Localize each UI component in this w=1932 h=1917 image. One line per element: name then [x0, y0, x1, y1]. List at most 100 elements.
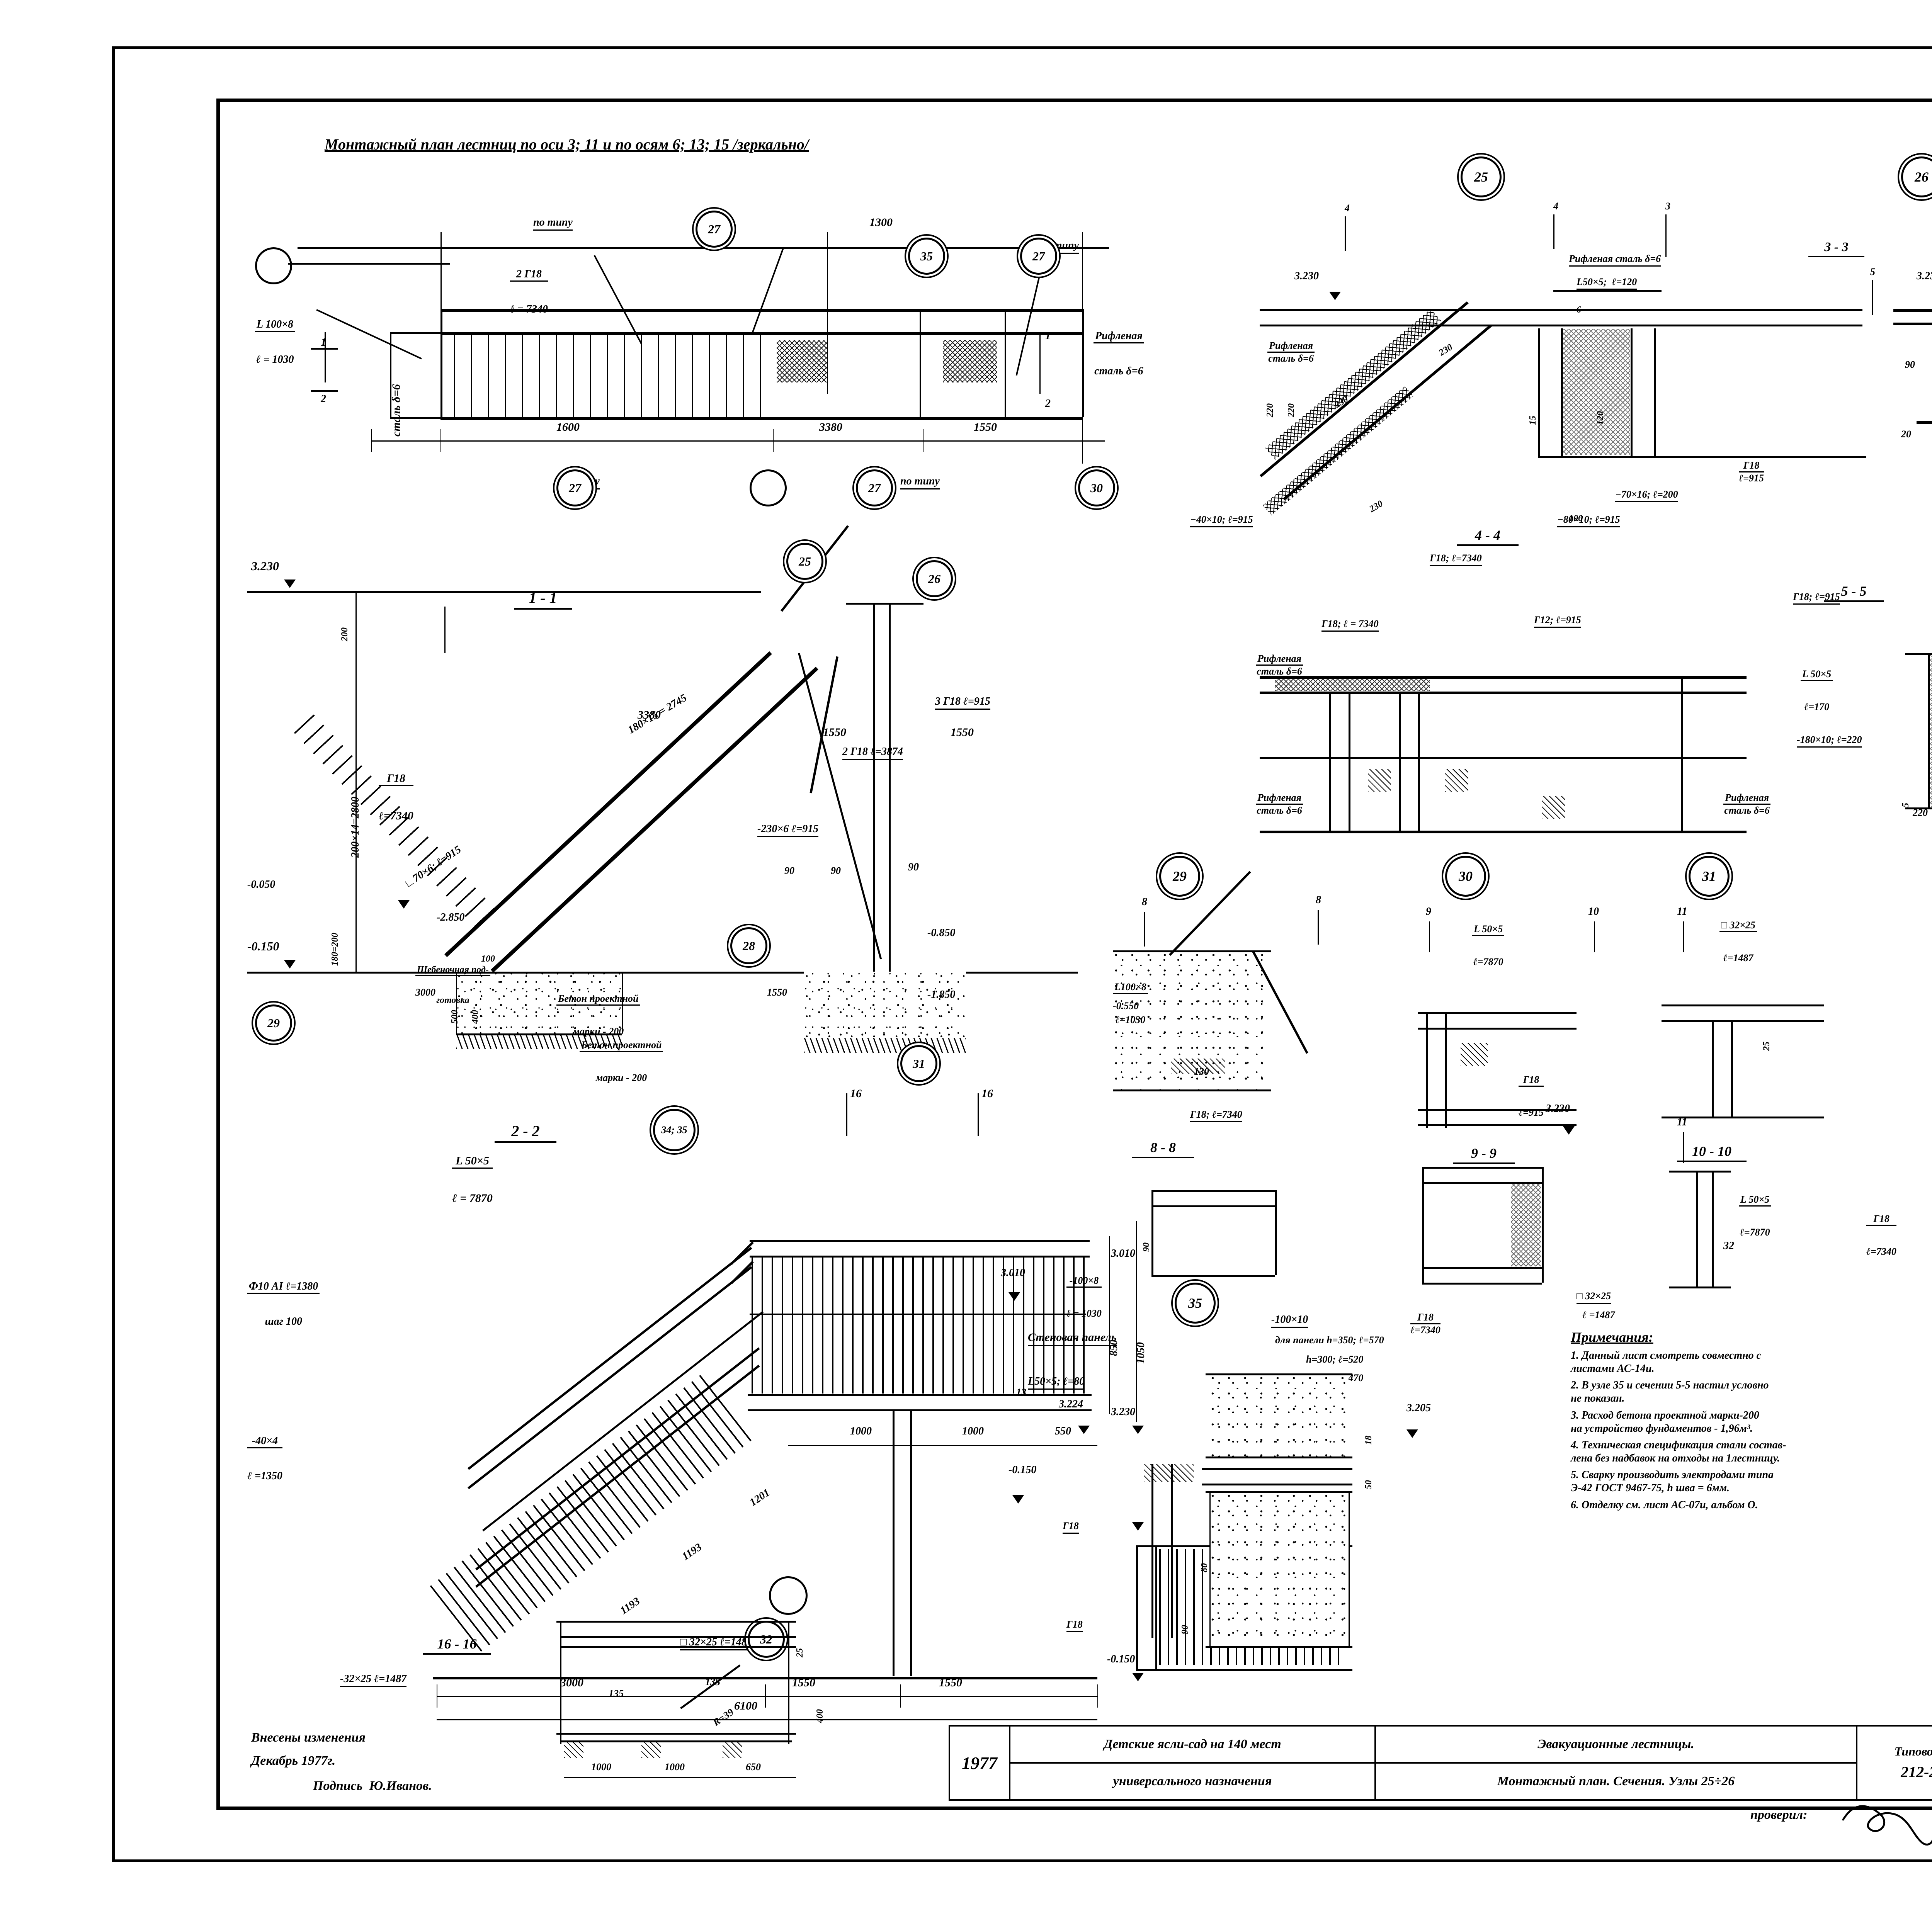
bubble-32-s22[interactable]: 32 — [748, 1621, 785, 1658]
s22-cut-lbl-16a: 16 — [850, 1087, 862, 1100]
d35-panel-bot — [1206, 1456, 1352, 1458]
d35-elev-mark-0 — [1009, 1292, 1020, 1301]
bubble-28-s11[interactable]: 28 — [730, 927, 767, 964]
s1616-top — [556, 1621, 796, 1623]
s99-top2 — [1422, 1182, 1542, 1184]
plan-dim-1550a: 3380 — [819, 421, 842, 433]
s1616-dim-400: 400 — [815, 1709, 825, 1723]
bubble-27-plan-c[interactable]: 27 — [556, 469, 594, 506]
s22-balusters-h — [752, 1256, 1088, 1394]
plan-cut-label-3: 1 — [1045, 330, 1051, 342]
s1313-label-g18: Г18 — [1066, 1619, 1083, 1632]
d35-elev-mark-2 — [1406, 1429, 1418, 1438]
s22-label-f10: Ф10 AI ℓ=1380 шаг 100 — [247, 1259, 320, 1349]
s1010-bot — [1669, 1286, 1731, 1288]
plan-dim-tick-a — [371, 429, 372, 452]
d31-cut-11a-line — [1683, 921, 1684, 952]
s11-elev-850: -0.850 — [927, 927, 956, 939]
s1616-leg3 — [723, 1740, 742, 1758]
plan-label-potipu-1: по типу — [533, 216, 573, 231]
s1313-l — [1136, 1545, 1138, 1669]
s22-label-32x25: □ 32×25 ℓ=1487 — [680, 1636, 752, 1650]
s11-elev-top: 3.230 — [251, 559, 279, 573]
s11-foundation-right — [804, 972, 966, 1037]
plan-axis-leader — [288, 263, 450, 265]
s11-column-b — [889, 603, 891, 974]
s88-label-g18: Г18; ℓ=7340 — [1190, 1109, 1242, 1122]
d31-top — [1662, 1004, 1824, 1006]
s1616-label-32x25: -32×25 ℓ=1487 — [340, 1673, 407, 1687]
d29-dim-130: 130 — [1194, 1066, 1209, 1077]
title-block-year: 1977 — [949, 1725, 1010, 1801]
plan-cut-label-4: 2 — [1045, 398, 1051, 410]
d30-bot — [1418, 1109, 1577, 1111]
s22-elev-3230: 3.230 — [1111, 1406, 1135, 1418]
s88-label-100x8: -100×8 ℓ = 1030 — [1066, 1275, 1102, 1319]
plan-stub-left — [390, 332, 391, 418]
bubble-34-35-s22[interactable]: 34; 35 — [653, 1109, 696, 1151]
bubble-26[interactable]: 26 — [1901, 156, 1932, 197]
title-block-project-type: Типовой проект — [1894, 1744, 1932, 1758]
signature-mark — [1842, 1805, 1932, 1846]
bubble-30-plan[interactable]: 30 — [1078, 469, 1115, 506]
d31-cut-11a: 11 — [1677, 906, 1687, 918]
s11-dim-90a: 90 — [784, 865, 794, 876]
s44-v2 — [1349, 692, 1350, 831]
s22-dim-6100: 6100 — [734, 1699, 757, 1712]
bubble-27-plan-d[interactable]: 27 — [856, 469, 893, 506]
bubble-31[interactable]: 31 — [1689, 856, 1730, 897]
d29-bot — [1113, 1089, 1271, 1091]
d26-flange-top — [1893, 309, 1932, 312]
plan-dim-3380: 1600 — [556, 421, 580, 433]
plan-label-l100x8: L 100×8 ℓ = 1030 — [255, 297, 295, 387]
d35-label-panel-1: для панели h=350; ℓ=570 — [1275, 1334, 1384, 1346]
plan-axis-v2 — [827, 232, 828, 394]
bubble-27-plan-a[interactable]: 27 — [696, 211, 733, 248]
s11-label-3g18: 3 Г18 ℓ=915 — [935, 695, 990, 710]
s11-dim-3000: 3000 — [415, 987, 435, 998]
d25-label-rifled: Рифленая сталь δ=6 — [1569, 253, 1661, 267]
note-item-4: 4. Техническая спецификация стали состав… — [1571, 1439, 1786, 1465]
d25-floor2 — [1260, 325, 1862, 326]
d35-plate-line2 — [1202, 1484, 1352, 1485]
notes-block: Примечания: 1. Данный лист смотреть совм… — [1571, 1329, 1932, 1515]
revision-note-line3: Подпись Ю.Иванов. — [313, 1779, 432, 1793]
bubble-30[interactable]: 30 — [1445, 856, 1486, 897]
d35-dim-80: 80 — [1199, 1563, 1209, 1572]
d31-cut-11c: 11 — [1677, 1116, 1687, 1128]
bubble-31-s11[interactable]: 31 — [900, 1045, 937, 1082]
d35-elev-mark-3 — [1012, 1495, 1024, 1504]
s22-label-l50x5: L 50×5 ℓ = 7870 — [452, 1154, 493, 1205]
bubble-26-s11[interactable]: 26 — [916, 560, 953, 597]
note-item-1: 1. Данный лист смотреть совместно с лист… — [1571, 1349, 1762, 1375]
note-item-3: 3. Расход бетона проектной марки-200 на … — [1571, 1409, 1759, 1434]
s22-base — [433, 1677, 1097, 1679]
bubble-25-s11[interactable]: 25 — [786, 543, 823, 580]
bubble-27-plan-b[interactable]: 27 — [1020, 238, 1057, 275]
s44-label-g12: Г12; ℓ=915 — [1534, 614, 1581, 628]
s44-hatch1 — [1368, 769, 1391, 792]
d26-dim-90: 90 — [1905, 359, 1915, 370]
s55-bot — [1905, 807, 1932, 809]
s11-dim-small: 180=200 — [330, 933, 340, 966]
bubble-35[interactable]: 35 — [1175, 1283, 1216, 1324]
title-block-drawing-2: Монтажный план. Сечения. Узлы 25÷26 — [1374, 1762, 1857, 1801]
plan-label-rifled: Рифленая сталь δ=6 — [1094, 309, 1144, 398]
s1616-dim-135b: 135 — [705, 1676, 720, 1688]
bubble-29-s11[interactable]: 29 — [255, 1004, 292, 1042]
d30-bot2 — [1418, 1124, 1577, 1126]
bubble-25[interactable]: 25 — [1461, 156, 1502, 197]
d30-label-g18: Г18 ℓ=915 — [1519, 1074, 1544, 1118]
s44-v1 — [1329, 692, 1331, 831]
s1010-label-1487: ℓ =1487 — [1582, 1309, 1615, 1320]
d26-flange-top2 — [1893, 323, 1932, 325]
s11-found-top — [456, 972, 622, 974]
s88-dim-30: 90 — [1141, 1242, 1151, 1252]
bubble-35-plan[interactable]: 35 — [908, 238, 945, 275]
s1010-dim-32: 32 — [1723, 1240, 1734, 1252]
bubble-29[interactable]: 29 — [1159, 856, 1200, 897]
d35-panel-top — [1206, 1373, 1352, 1375]
note-item-6: 6. Отделку см. лист АС-07и, альбом О. — [1571, 1499, 1758, 1511]
plan-cut-label-1: 1 — [321, 336, 326, 348]
d30-v1 — [1426, 1012, 1428, 1128]
